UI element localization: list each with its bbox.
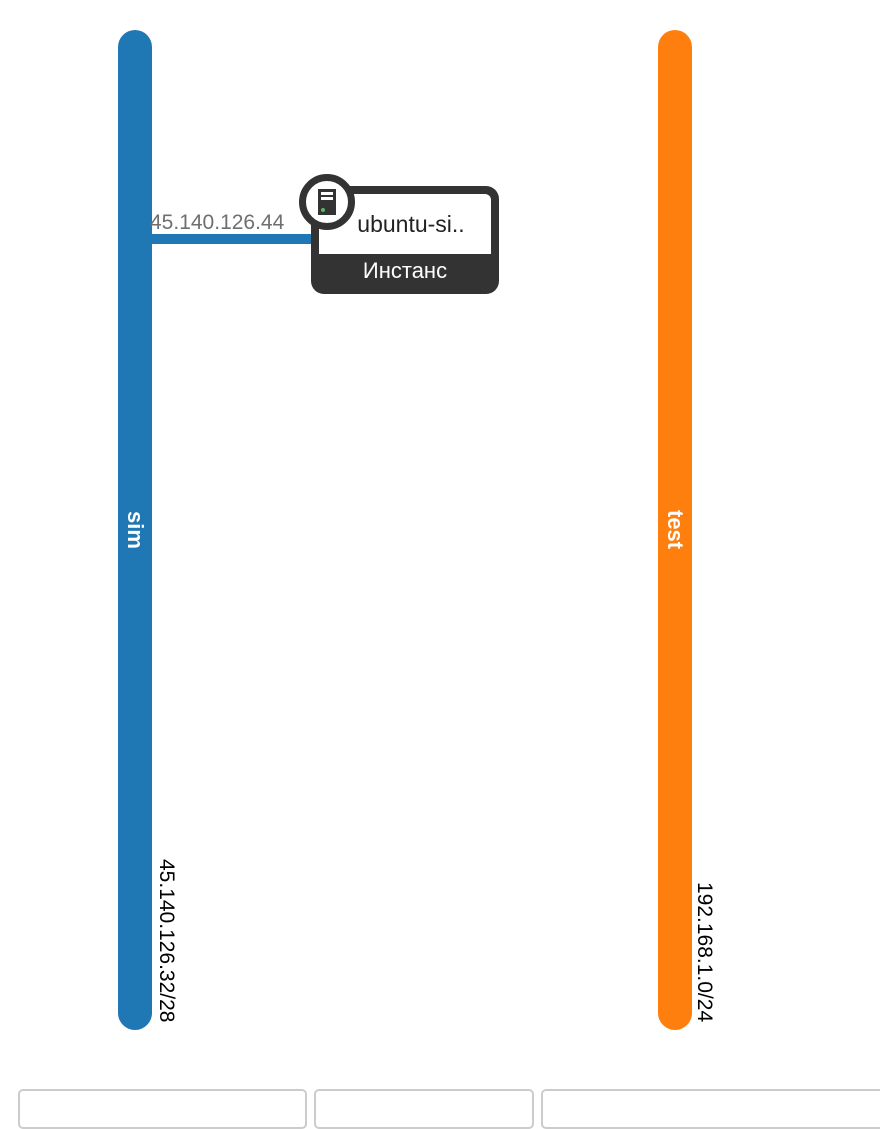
- panel-box-3[interactable]: [541, 1089, 880, 1129]
- instance-node[interactable]: ubuntu-si.. Инстанс: [311, 186, 499, 294]
- network-cidr: 192.168.1.0/24: [693, 881, 716, 1022]
- instance-type-label: Инстанс: [362, 258, 448, 283]
- network-cidr: 45.140.126.32/28: [155, 858, 178, 1023]
- network-sim[interactable]: sim: [118, 30, 152, 1030]
- port-ip-label: 45.140.126.44: [150, 211, 285, 234]
- server-icon: [299, 174, 355, 230]
- network-test[interactable]: test: [658, 30, 692, 1030]
- network-name: test: [658, 30, 692, 1030]
- network-name: sim: [118, 30, 152, 1030]
- panel-box-1[interactable]: [18, 1089, 307, 1129]
- panel-box-2[interactable]: [314, 1089, 534, 1129]
- network-name-label: test: [663, 510, 688, 550]
- port-link[interactable]: [152, 234, 314, 244]
- network-name-label: sim: [123, 511, 148, 549]
